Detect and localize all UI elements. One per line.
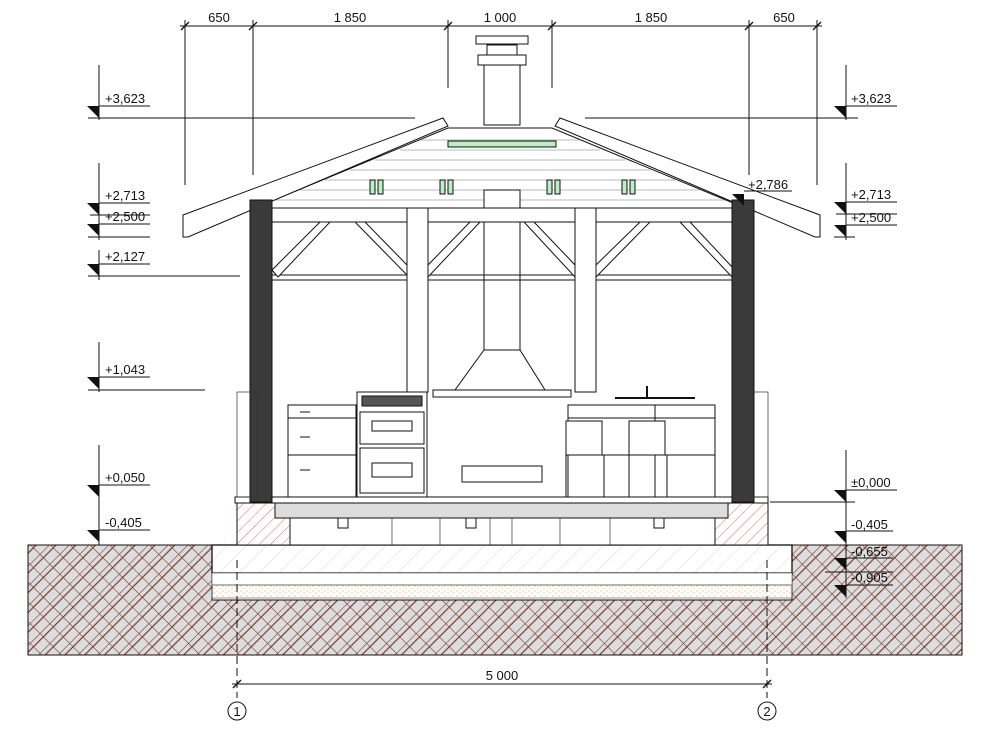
kitchen-counter [236, 386, 769, 498]
level-label: -0,405 [105, 515, 142, 530]
level-label: +2,713 [105, 188, 145, 203]
axis-label: 1 [233, 704, 240, 719]
grill-rack [461, 465, 543, 483]
frame [269, 207, 736, 393]
level-label: +0,050 [105, 470, 145, 485]
dim-label: 1 850 [635, 10, 668, 25]
top-dimension-chain: 650 1 850 1 000 1 850 650 [180, 10, 822, 185]
level-label: -0,905 [851, 570, 888, 585]
ridge-level-label: +2,786 [748, 177, 788, 192]
ridge-vent [447, 140, 557, 148]
level-label: -0,405 [851, 517, 888, 532]
level-label: +2,713 [851, 187, 891, 202]
levels-left: +3,623 +2,713 +2,500 +2,127 +1,043 +0,05… [87, 65, 415, 545]
level-label: +3,623 [851, 91, 891, 106]
level-label: ±0,000 [851, 475, 891, 490]
axis-label: 2 [763, 704, 770, 719]
level-label: +3,623 [105, 91, 145, 106]
dim-label: 650 [773, 10, 795, 25]
axis-marker [757, 701, 777, 721]
dim-label: 1 850 [334, 10, 367, 25]
posts [249, 199, 755, 503]
dim-label: 5 000 [486, 668, 519, 683]
level-label: -0,655 [851, 544, 888, 559]
dim-label: 650 [208, 10, 230, 25]
bottom-dimension: 5 000 1 2 [227, 560, 777, 721]
bar-stool [565, 420, 603, 456]
plinth [234, 496, 769, 546]
bar-stool [628, 420, 666, 456]
foundation-slab [211, 544, 793, 601]
level-label: +2,127 [105, 249, 145, 264]
axis-marker [227, 701, 247, 721]
level-label: +1,043 [105, 362, 145, 377]
levels-right: +3,623 +2,713 +2,500 ±0,000 -0,405 -0,65… [585, 65, 897, 598]
dim-label: 1 000 [484, 10, 517, 25]
level-label: +2,500 [851, 210, 891, 225]
level-label: +2,500 [105, 209, 145, 224]
